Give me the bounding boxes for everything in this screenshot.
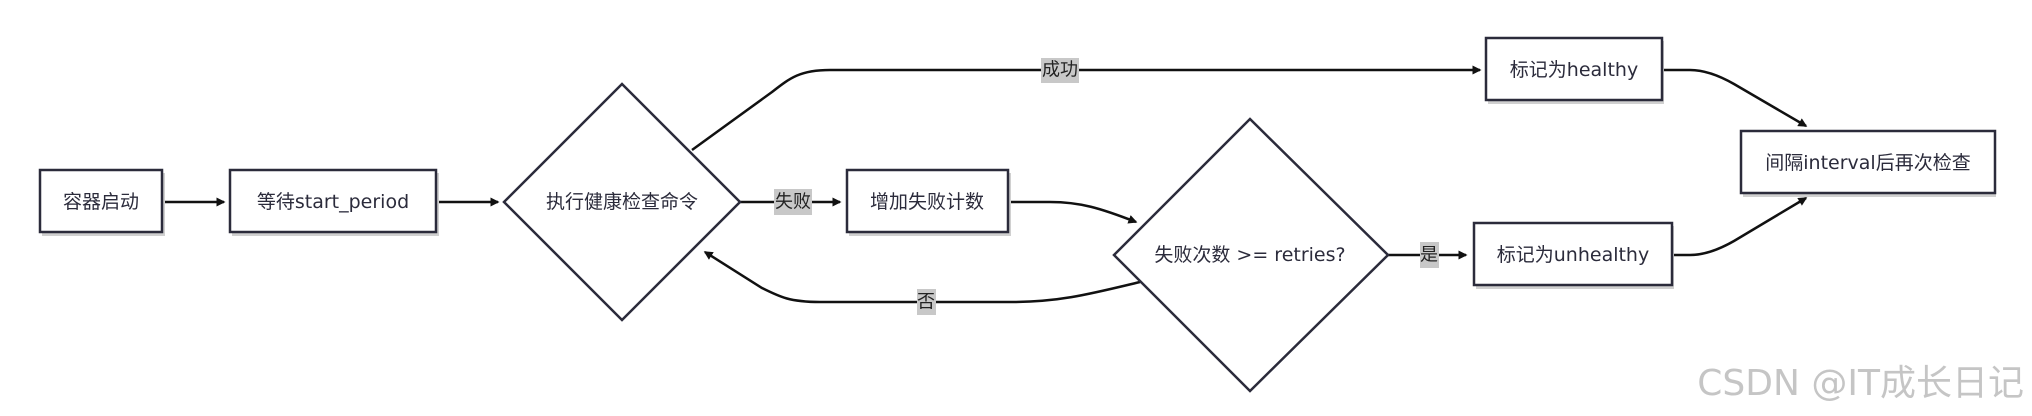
- edge-unhealthy-to-recheck: [1672, 196, 1808, 257]
- node-label-fail-count-decision: 失败次数 >= retries?: [1154, 244, 1345, 266]
- node-label-run-health-check: 执行健康检查命令: [546, 191, 698, 213]
- node-label-container-start: 容器启动: [63, 191, 139, 213]
- edge-label-success: 成功: [1042, 60, 1078, 81]
- edge-label-success-bg: [1041, 58, 1079, 83]
- edge-label-fail: 失败: [775, 192, 811, 213]
- edge-check-to-healthy: [691, 65, 1482, 152]
- node-label-mark-unhealthy: 标记为unhealthy: [1497, 244, 1649, 266]
- edge-healthy-to-recheck: [1662, 68, 1808, 128]
- node-label-increase-fail-count: 增加失败计数: [870, 191, 984, 213]
- node-label-wait-start-period: 等待start_period: [257, 191, 409, 213]
- node-fail-count-decision: 失败次数 >= retries?: [1112, 117, 1390, 393]
- edge-label-yes-bg: [1420, 242, 1439, 268]
- edge-fail-count-to-decision: [1008, 200, 1138, 224]
- node-run-health-check: 执行健康检查命令: [502, 82, 742, 322]
- node-container-start: 容器启动: [38, 168, 165, 236]
- node-mark-unhealthy: 标记为unhealthy: [1472, 221, 1674, 289]
- edge-label-yes: 是: [1420, 245, 1438, 266]
- node-label-mark-healthy: 标记为healthy: [1510, 59, 1638, 81]
- watermark-text: CSDN @IT成长日记: [1697, 363, 2024, 404]
- node-mark-healthy: 标记为healthy: [1484, 36, 1664, 104]
- edge-decision-to-check-no: [703, 250, 1141, 304]
- node-increase-fail-count: 增加失败计数: [845, 168, 1011, 236]
- edge-labels: 成功 失败 是 否: [774, 58, 1439, 315]
- edge-label-no-bg: [917, 289, 936, 315]
- node-recheck-after-interval: 间隔interval后再次检查: [1739, 129, 1997, 197]
- edge-label-fail-bg: [774, 189, 812, 215]
- edge-label-no: 否: [917, 292, 935, 313]
- node-label-recheck-after-interval: 间隔interval后再次检查: [1765, 152, 1970, 174]
- node-wait-start-period: 等待start_period: [228, 168, 439, 236]
